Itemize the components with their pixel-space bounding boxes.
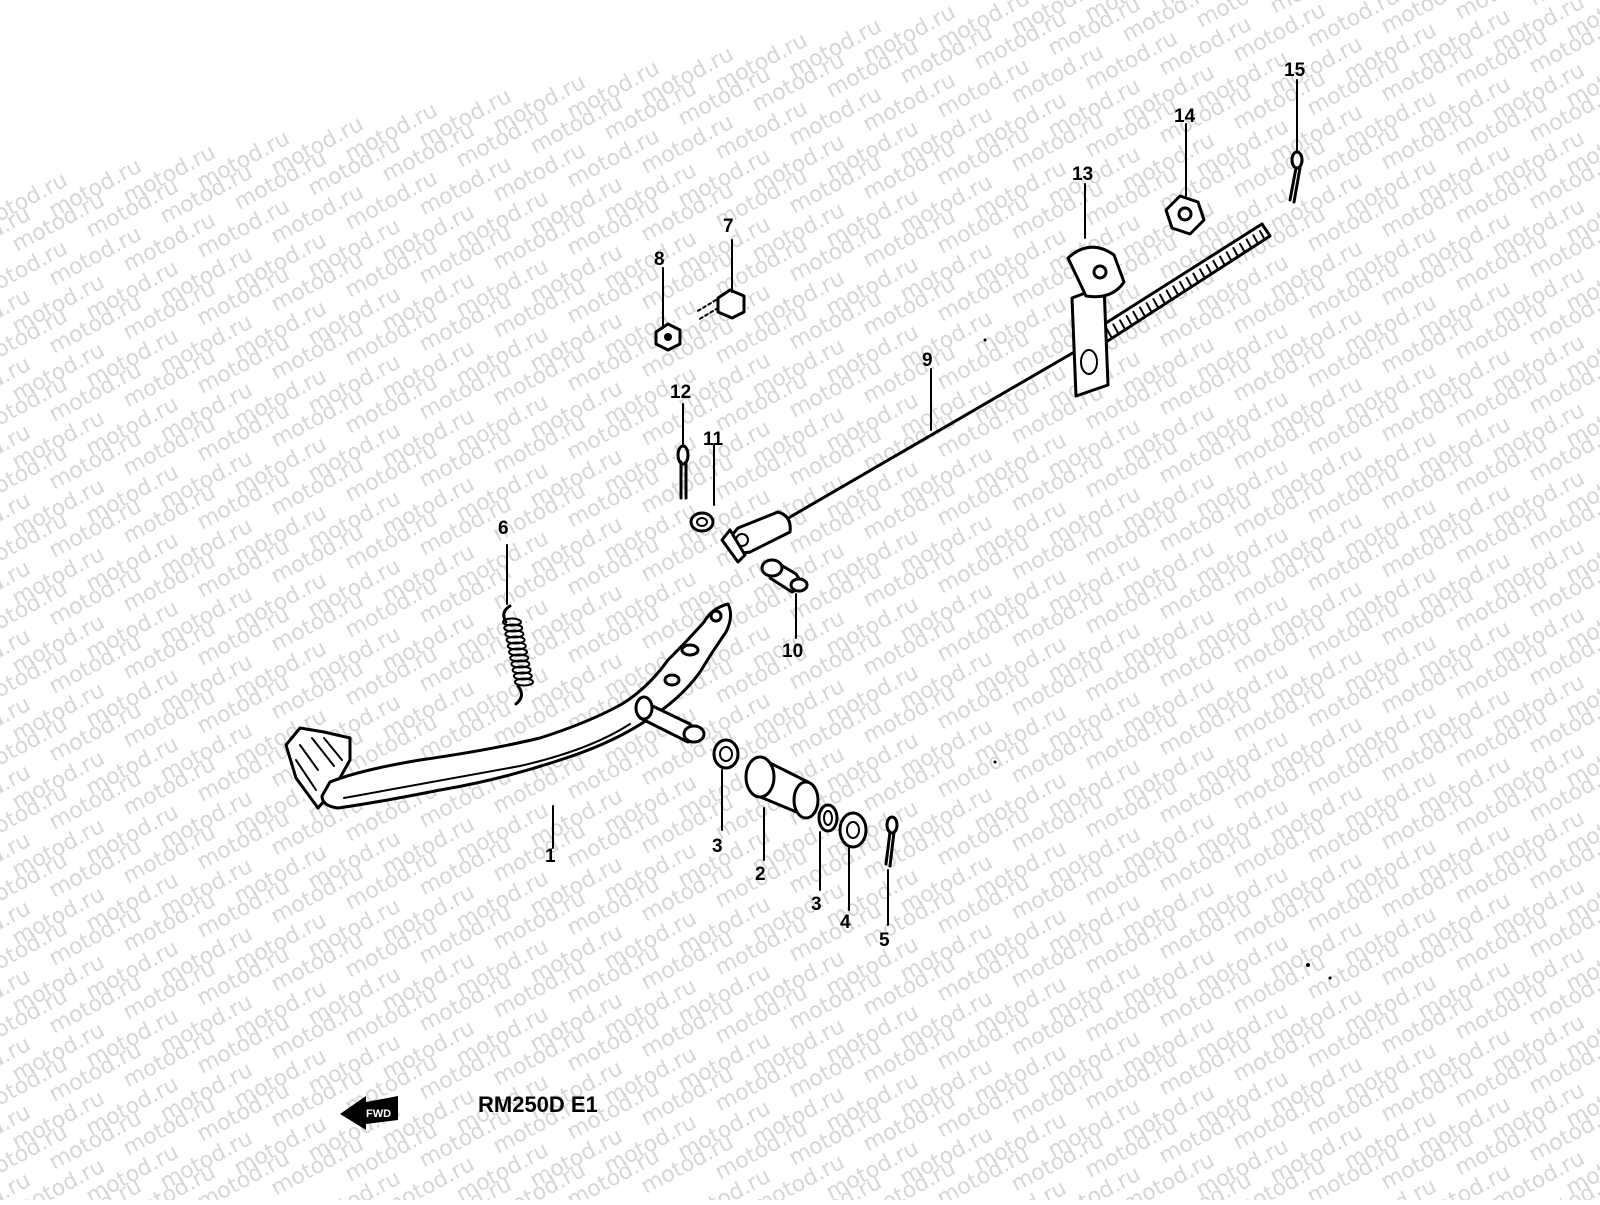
callout-9: 9 bbox=[922, 350, 933, 371]
callout-11: 11 bbox=[703, 429, 724, 450]
callout-15: 15 bbox=[1284, 60, 1306, 81]
callout-8: 8 bbox=[654, 249, 665, 270]
part-8-nut[interactable] bbox=[654, 322, 682, 352]
part-3-washer-right[interactable] bbox=[817, 803, 839, 833]
callout-2: 2 bbox=[755, 864, 766, 885]
callout-7: 7 bbox=[723, 216, 734, 237]
callout-14: 14 bbox=[1174, 106, 1196, 127]
callout-12: 12 bbox=[670, 382, 691, 403]
callout-1: 1 bbox=[545, 846, 556, 867]
part-3-washer-left[interactable] bbox=[712, 738, 740, 770]
part-4-washer[interactable] bbox=[838, 811, 868, 849]
callout-3a: 3 bbox=[712, 836, 723, 857]
part-15-cotter-pin[interactable] bbox=[1288, 150, 1304, 204]
callout-13: 13 bbox=[1072, 164, 1093, 185]
fwd-label: FWD bbox=[366, 1108, 391, 1120]
model-label: RM250D E1 bbox=[478, 1092, 598, 1117]
callout-6: 6 bbox=[498, 518, 509, 539]
callout-5: 5 bbox=[879, 930, 890, 951]
callout-3b: 3 bbox=[811, 894, 822, 915]
callout-10: 10 bbox=[782, 641, 803, 662]
callout-4: 4 bbox=[840, 912, 851, 933]
part-11-washer[interactable] bbox=[689, 511, 715, 533]
